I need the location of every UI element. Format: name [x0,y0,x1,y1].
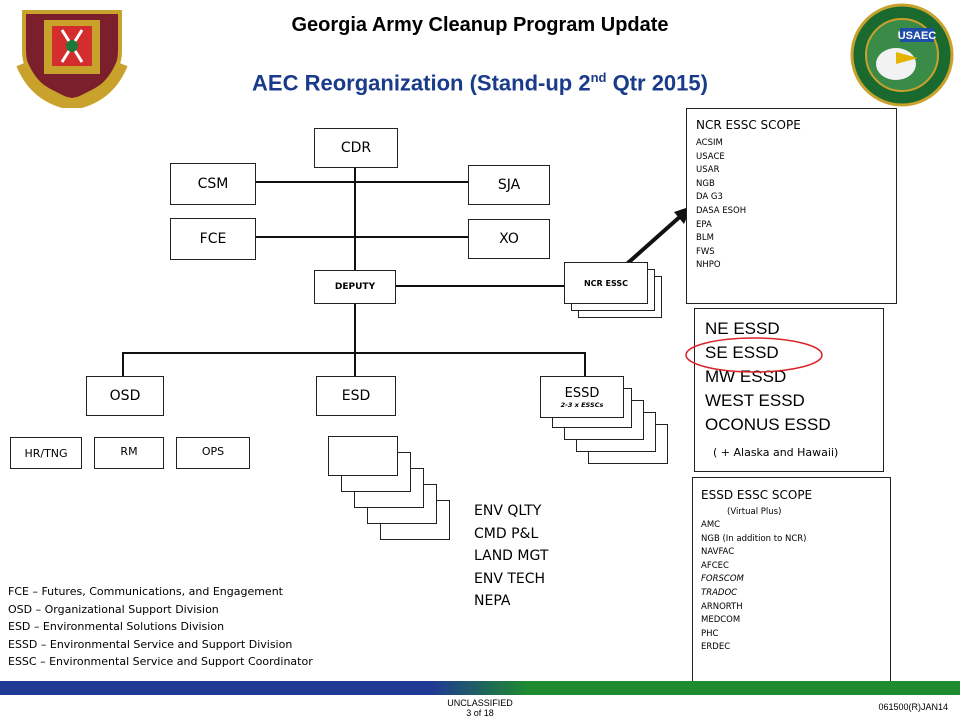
essd-scope-item: MEDCOM [701,615,741,626]
connector-osd [122,352,124,377]
essd-list-note: ( + Alaska and Hawaii) [713,446,839,459]
usaec-logo-text: USAEC [898,30,937,42]
connector-fce-xo [255,236,469,238]
ncr-scope-item: USAR [696,165,720,176]
osd-box[interactable]: OSD [86,376,164,416]
cdr-box[interactable]: CDR [314,128,398,168]
legend-item: FCE – Futures, Communications, and Engag… [8,585,283,598]
esd-branch-box [328,436,398,476]
connector-esd [354,352,356,377]
ncr-scope-item: ACSIM [696,138,723,148]
xo-box[interactable]: XO [468,219,550,259]
ops-box[interactable]: OPS [176,437,250,469]
ncr-scope-item: DASA ESOH [696,205,747,216]
classification-label: UNCLASSIFIED 3 of 18 [0,698,960,718]
connector-deputy-divisions [354,303,356,353]
essd-scope-item: NGB (In addition to NCR) [701,533,807,544]
essd-scope-item: NAVFAC [701,547,735,558]
esd-functions-list: ENV QLTY CMD P&L LAND MGT ENV TECH NEPA [474,500,548,613]
essd-scope-item: FORSCOM [701,574,744,585]
esd-box[interactable]: ESD [316,376,396,416]
essd-scope-item: AMC [701,520,721,530]
page-number: 3 of 18 [466,708,494,718]
legend-item: OSD – Organizational Support Division [8,602,219,616]
rm-box[interactable]: RM [94,437,164,469]
ncr-scope-item: FWS [696,246,715,257]
esd-function-item: ENV QLTY [474,503,542,519]
page-title: Georgia Army Cleanup Program Update [291,14,669,36]
hr-tng-box[interactable]: HR/TNG [10,437,82,469]
esd-function-item: ENV TECH [474,570,546,587]
usaec-logo: USAEC [848,2,956,108]
legend-item: ESSC – Environmental Service and Support… [8,655,313,668]
ncr-scope-item: USACE [696,151,725,162]
connector-deputy-ncr [395,285,565,287]
army-logo [8,4,136,111]
essd-scope-box: ESSD ESSC SCOPE (Virtual Plus) AMC NGB (… [692,477,891,689]
essd-list-item: OCONUS ESSD [705,415,831,434]
ncr-essc-box[interactable]: NCR ESSC [564,262,648,304]
footer-bar [0,681,960,695]
essd-scope-subtitle: (Virtual Plus) [727,507,782,517]
essd-list-item: WEST ESSD [705,391,805,410]
essd-scope-title: ESSD ESSC SCOPE [701,488,813,502]
essd-scope-item: PHC [701,628,719,639]
esd-function-item: NEPA [474,593,511,609]
connector-csm-sja [255,181,469,183]
date-code: 061500(R)JAN14 [878,702,948,712]
ncr-scope-item: DA G3 [696,192,723,203]
esd-function-item: CMD P&L [474,525,539,542]
ncr-scope-item: NHPO [696,260,721,271]
connector-essd [584,352,586,377]
essd-list-box: NE ESSD SE ESSD MW ESSD WEST ESSD OCONUS… [694,308,884,472]
acronym-legend: FCE – Futures, Communications, and Engag… [8,583,313,671]
csm-box[interactable]: CSM [170,163,256,205]
essd-scope-item: AFCEC [701,560,729,571]
ncr-scope-item: EPA [696,219,712,230]
page-subtitle: AEC Reorganization (Stand-up 2nd Qtr 201… [252,70,708,96]
essd-list-item: NE ESSD [705,319,780,338]
connector-cdr-deputy [354,167,356,271]
sja-box[interactable]: SJA [468,165,550,205]
esd-function-item: LAND MGT [474,548,549,564]
legend-item: ESSD – Environmental Service and Support… [8,637,293,651]
se-essd-highlight-circle [685,337,823,373]
ncr-scope-title: NCR ESSC SCOPE [696,118,801,132]
essd-box[interactable]: ESSD 2-3 x ESSCs [540,376,624,418]
deputy-box[interactable]: DEPUTY [314,270,396,304]
essd-scope-item: ARNORTH [701,601,743,612]
legend-item: ESD – Environmental Solutions Division [8,620,225,633]
ncr-scope-item: BLM [696,233,714,244]
ncr-scope-item: NGB [696,178,715,189]
essd-scope-item: ERDEC [701,642,731,653]
ncr-scope-box: NCR ESSC SCOPE ACSIM USACE USAR NGB DA G… [686,108,897,304]
essd-scope-item: TRADOC [701,587,738,598]
essd-list-item: SE ESSD [705,343,779,362]
fce-box[interactable]: FCE [170,218,256,260]
